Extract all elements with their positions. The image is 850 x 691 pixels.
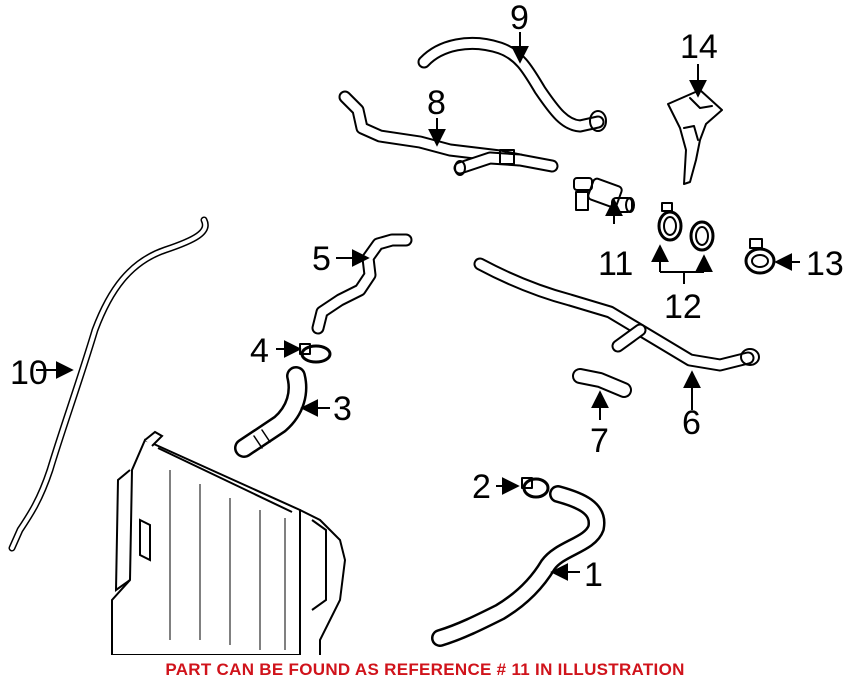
callout-14: 14 <box>680 28 718 66</box>
callout-11: 11 <box>598 245 633 283</box>
part-2-clamp <box>521 477 550 499</box>
part-7-hose <box>572 368 632 398</box>
part-3-hose <box>234 366 308 458</box>
callout-3: 3 <box>333 390 352 428</box>
part-13-clamp <box>744 238 776 275</box>
part-5-hose <box>311 233 413 335</box>
reference-note: PART CAN BE FOUND AS REFERENCE # 11 IN I… <box>165 660 685 679</box>
part-1-hose <box>431 485 606 647</box>
callout-labels: 9 8 14 11 12 13 5 4 3 10 6 7 2 1 <box>10 0 844 594</box>
part-10-hose <box>8 216 209 552</box>
callout-9: 9 <box>510 0 529 37</box>
callout-arrows <box>36 32 800 581</box>
callout-12: 12 <box>664 288 702 326</box>
part-6-hose <box>473 257 760 372</box>
part-8-pipe <box>338 90 559 176</box>
part-9-hose <box>417 36 607 133</box>
callout-1: 1 <box>584 556 603 594</box>
callout-10: 10 <box>10 354 48 392</box>
radiator <box>111 430 347 655</box>
part-12-clamps <box>657 202 715 252</box>
cooling-system-diagram: 9 8 14 11 12 13 5 4 3 10 6 7 2 1 <box>8 0 844 655</box>
callout-7: 7 <box>590 422 609 460</box>
callout-8: 8 <box>427 84 446 122</box>
callout-13: 13 <box>806 245 844 283</box>
callout-6: 6 <box>682 404 701 442</box>
callout-5: 5 <box>312 240 331 278</box>
callout-2: 2 <box>472 468 491 506</box>
part-11-valve <box>573 177 635 213</box>
part-4-clamp <box>299 343 332 364</box>
part-14-bracket <box>667 89 723 185</box>
callout-4: 4 <box>250 332 269 370</box>
